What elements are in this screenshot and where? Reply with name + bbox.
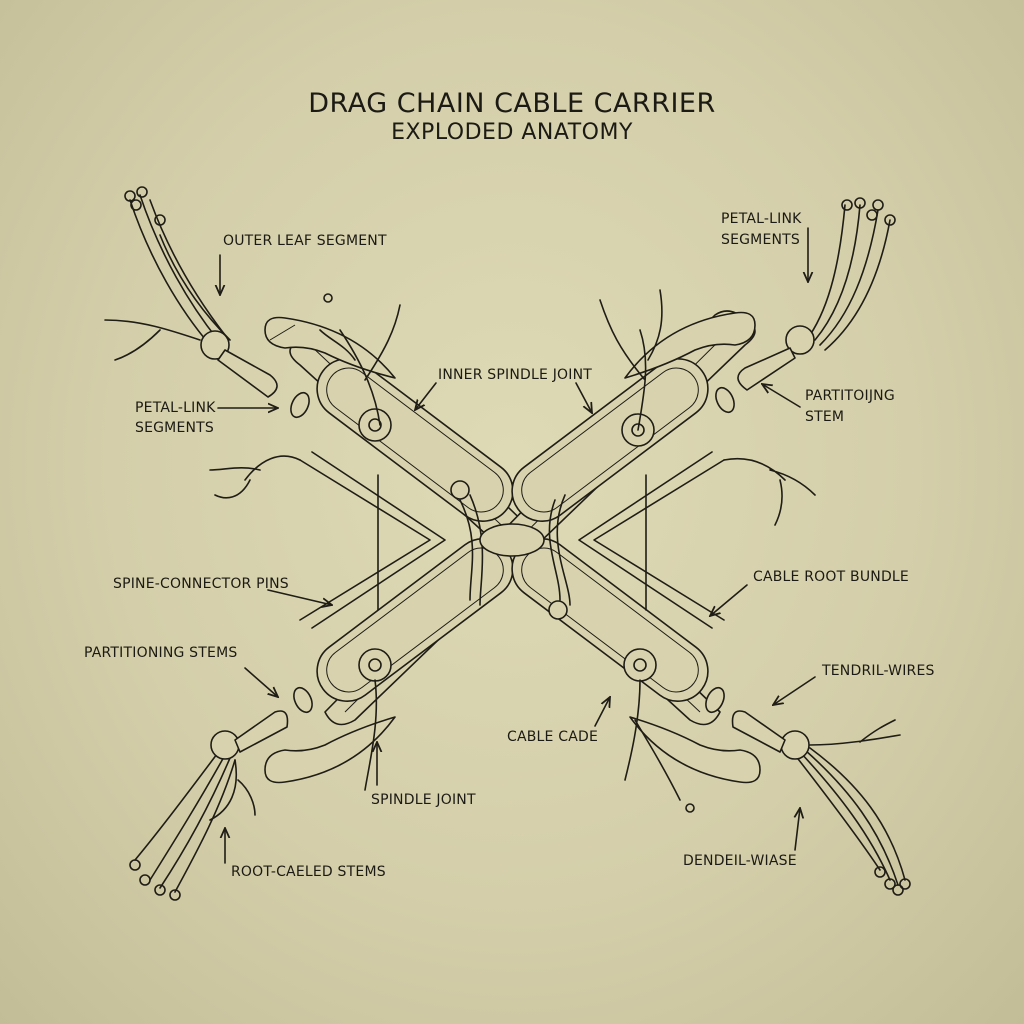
leaf-plate-bottom-left — [264, 716, 396, 784]
cable-bundle-top-right — [737, 197, 896, 391]
cable-bundle-top-left — [104, 186, 278, 398]
label-spindle-joint: SPINDLE JOINT — [371, 792, 476, 808]
label-petal-link-segments-right-line1: PETAL-LINK — [721, 211, 802, 227]
label-partitioning-stem-line1: PARTITOIJNG — [805, 388, 895, 404]
leaf-plate-top-left — [264, 316, 396, 379]
chevron-bracket-right — [578, 451, 725, 629]
label-petal-link-segments-right-line2: SEGMENTS — [721, 232, 801, 248]
chain-link-lower-right — [511, 538, 709, 702]
chevron-bracket-left — [299, 451, 446, 629]
label-root-caeled-stems: ROOT-CAELED STEMS — [231, 864, 386, 880]
label-dendeil-wiase: DENDEIL-WIASE — [683, 853, 797, 869]
leaf-plate-bottom-right — [629, 716, 761, 784]
cable-bundle-bottom-right — [731, 710, 911, 896]
petal-link-clip — [290, 386, 735, 714]
cable-braid-core — [459, 494, 571, 606]
label-inner-spindle-joint: INNER SPINDLE JOINT — [438, 367, 593, 383]
label-spine-connector-pins: SPINE-CONNECTOR PINS — [113, 576, 289, 592]
leader-arrows — [218, 227, 816, 864]
label-petal-link-segments-left-line1: PETAL-LINK — [135, 400, 216, 416]
label-tendril-wires: TENDRIL-WIRES — [822, 663, 935, 679]
leaf-plate-top-right — [624, 311, 756, 379]
gear-icon — [358, 408, 657, 682]
diagram-subtitle: EXPLODED ANATOMY — [391, 120, 633, 145]
label-outer-leaf-segment: OUTER LEAF SEGMENT — [223, 233, 387, 249]
tendril-branches — [209, 289, 816, 813]
label-partitioning-stem-line2: STEM — [805, 409, 845, 425]
chain-link-upper-left — [316, 358, 514, 522]
cable-bundle-bottom-left — [129, 710, 289, 901]
label-petal-link-segments-left-line2: SEGMENTS — [135, 420, 215, 436]
diagram-title: DRAG CHAIN CABLE CARRIER — [308, 88, 716, 119]
chain-link-upper-right — [511, 358, 709, 522]
label-cable-root-bundle: CABLE ROOT BUNDLE — [753, 569, 909, 585]
label-cable-cade: CABLE CADE — [507, 729, 599, 745]
chain-link-lower-left — [316, 538, 514, 702]
label-partitioning-stems: PARTITIONING STEMS — [84, 645, 238, 661]
